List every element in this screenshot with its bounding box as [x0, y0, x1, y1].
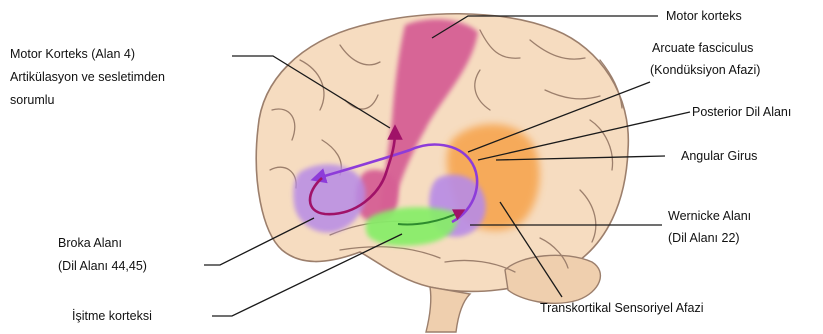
label-broka-alani: Broka Alanı	[58, 236, 122, 250]
label-angular-girus: Angular Girus	[681, 149, 757, 163]
label-motor-korteks-alan4: Motor Korteks (Alan 4)	[10, 47, 135, 61]
cerebellum-outline	[505, 255, 600, 303]
label-konduksiyon-afazi: (Kondüksiyon Afazi)	[650, 63, 760, 77]
label-wernicke-alani: Wernicke Alanı	[668, 209, 751, 223]
label-arcuate-fasciculus: Arcuate fasciculus	[652, 41, 753, 55]
label-posterior-dil-alani: Posterior Dil Alanı	[692, 105, 791, 119]
label-dil-alani-44-45: (Dil Alanı 44,45)	[58, 259, 147, 273]
label-artikulasyon: Artikülasyon ve sesletimden	[10, 70, 165, 84]
label-sorumlu: sorumlu	[10, 93, 55, 107]
label-transkortikal-sensoriyel-afazi: Transkortikal Sensoriyel Afazi	[540, 301, 704, 315]
label-isitme-korteksi: İşitme korteksi	[72, 309, 152, 323]
label-dil-alani-22: (Dil Alanı 22)	[668, 231, 740, 245]
brainstem-outline	[426, 287, 470, 332]
label-motor-korteks: Motor korteks	[666, 9, 742, 23]
